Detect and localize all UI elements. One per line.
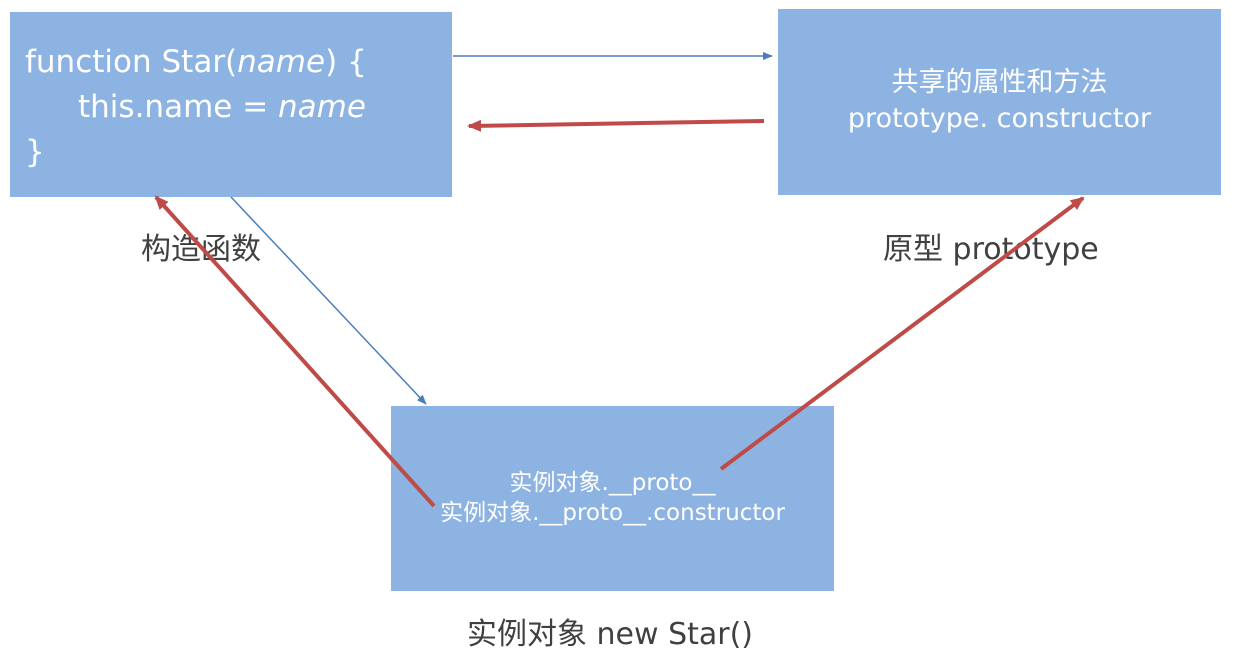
constructor-text: this.name = xyxy=(78,89,279,125)
arrow-instance-to-constructor xyxy=(154,195,436,508)
arrow-prototype-to-constructor xyxy=(467,119,765,132)
prototype-line-1: 共享的属性和方法 xyxy=(891,67,1108,98)
prototype-line-2: prototype. constructor xyxy=(847,103,1152,134)
constructor-param: name xyxy=(237,44,326,80)
constructor-box: function Star(name) { this.name = name } xyxy=(10,12,452,197)
constructor-line-1: function Star(name) { xyxy=(25,40,452,85)
constructor-text: ) { xyxy=(325,44,367,80)
constructor-param: name xyxy=(278,89,366,125)
arrow-instance-to-prototype xyxy=(719,196,1085,471)
instance-line-1: 实例对象.__proto__ xyxy=(509,470,716,496)
constructor-line-3: } xyxy=(25,134,45,170)
arrow-constructor-to-instance xyxy=(230,196,427,405)
constructor-text: function Star( xyxy=(25,44,238,80)
instance-line-2: 实例对象.__proto__.constructor xyxy=(440,500,785,526)
constructor-line-2: this.name = name xyxy=(25,85,452,130)
instance-box: 实例对象.__proto__ 实例对象.__proto__.constructo… xyxy=(391,406,834,591)
prototype-box: 共享的属性和方法 prototype. constructor xyxy=(778,9,1221,195)
instance-caption: 实例对象 new Star() xyxy=(467,617,754,652)
prototype-caption: 原型 prototype xyxy=(883,232,1099,267)
